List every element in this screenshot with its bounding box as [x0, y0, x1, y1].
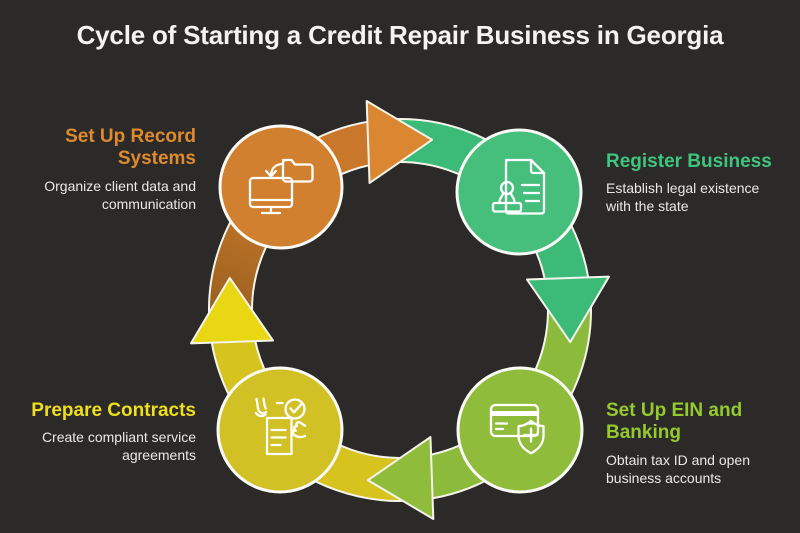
arrowhead-right-icon — [526, 275, 610, 344]
document-stamp-icon — [491, 158, 546, 215]
step-block-prepare-contracts: Prepare Contracts Create compliant servi… — [21, 400, 196, 465]
step-block-register-business: Register Business Establish legal existe… — [606, 151, 781, 216]
credit-card-shield-plus-icon — [489, 403, 545, 455]
step-block-record-systems: Set Up Record Systems Organize client da… — [21, 126, 196, 214]
flow-arrowheads — [190, 100, 610, 520]
step-circle-register-business — [455, 128, 583, 256]
step-description-register-business: Establish legal existence with the state — [606, 180, 760, 215]
step-label-prepare-contracts: Prepare Contracts — [31, 400, 196, 421]
step-label-ein-banking: Set Up EIN and Banking — [606, 400, 743, 444]
arrowhead-bottom-icon — [366, 436, 435, 520]
step-description-prepare-contracts: Create compliant service agreements — [41, 429, 196, 464]
arrowhead-top-icon — [365, 100, 434, 184]
step-label-register-business: Register Business — [606, 151, 772, 172]
step-circle-record-systems — [218, 124, 344, 250]
step-block-ein-banking: Set Up EIN and Banking Obtain tax ID and… — [606, 400, 781, 488]
arrowhead-left-icon — [190, 276, 274, 345]
monitor-folder-transfer-icon — [248, 158, 314, 215]
contract-hands-check-icon — [254, 397, 307, 456]
step-description-ein-banking: Obtain tax ID and open business accounts — [606, 451, 750, 486]
step-circle-ein-banking — [456, 366, 584, 494]
page-title: Cycle of Starting a Credit Repair Busine… — [76, 20, 724, 50]
step-label-record-systems: Set Up Record Systems — [65, 126, 196, 170]
step-description-record-systems: Organize client data and communication — [44, 177, 196, 212]
